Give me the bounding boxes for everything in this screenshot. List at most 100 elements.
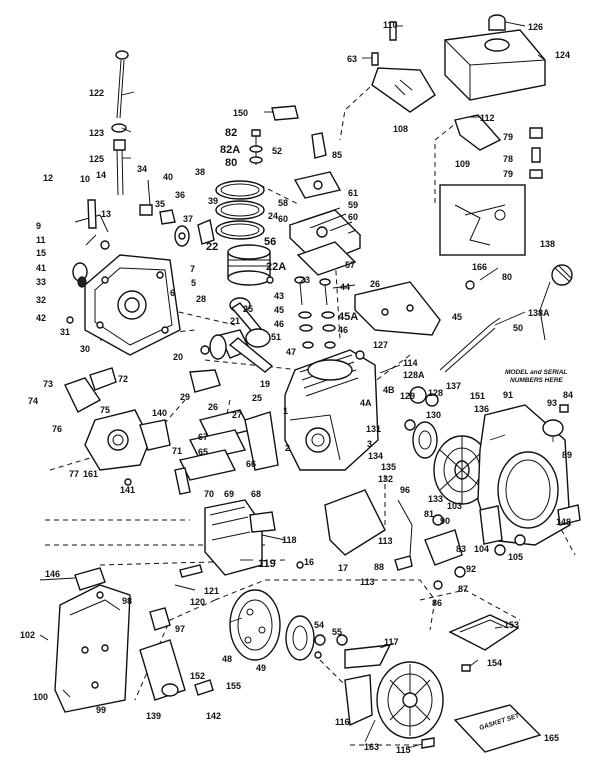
callout-79-top: 79 [503, 132, 513, 142]
callout-154: 154 [487, 658, 502, 668]
callout-142: 142 [206, 711, 221, 721]
callout-52: 52 [272, 146, 282, 156]
callout-1: 1 [283, 406, 288, 416]
spring-117 [344, 644, 392, 669]
callout-102: 102 [20, 630, 35, 640]
decal-148 [557, 504, 581, 526]
ignition-coil [404, 419, 438, 459]
bracket-88 [394, 555, 413, 571]
starter-dogs [314, 634, 348, 646]
callout-152: 152 [190, 671, 205, 681]
callout-26-lower: 26 [208, 402, 218, 412]
callout-113-upper: 113 [378, 536, 393, 546]
plate-hole-2 [406, 304, 414, 312]
callout-45: 45 [274, 305, 284, 315]
callout-109: 109 [455, 159, 470, 169]
screw-120 [174, 584, 196, 591]
starter-housing [229, 589, 281, 661]
callout-9: 9 [36, 221, 41, 231]
callout-12: 12 [43, 173, 53, 183]
callout-41: 41 [36, 263, 46, 273]
callout-47: 47 [286, 347, 296, 357]
piston-rings [215, 180, 265, 240]
callout-108: 108 [393, 124, 408, 134]
callout-67: 67 [198, 432, 208, 442]
fuel-tank [444, 14, 546, 101]
callout-114: 114 [403, 358, 418, 368]
callout-118: 118 [282, 535, 297, 545]
crankshaft [209, 329, 274, 373]
callout-138: 138 [540, 239, 555, 249]
callout-163: 163 [364, 742, 379, 752]
callout-20: 20 [173, 352, 183, 362]
callout-98: 98 [122, 596, 132, 606]
callout-79-bottom: 79 [503, 169, 513, 179]
carburetor [84, 409, 171, 471]
callout-116: 116 [335, 717, 350, 727]
callout-55: 55 [332, 627, 342, 637]
callout-54: 54 [314, 620, 324, 630]
callout-133: 133 [428, 494, 443, 504]
callout-93: 93 [547, 398, 557, 408]
callout-113-lower: 113 [360, 577, 375, 587]
callout-132: 132 [378, 474, 393, 484]
callout-81: 81 [424, 509, 434, 519]
callout-129: 129 [400, 391, 415, 401]
cap-128A [409, 386, 427, 404]
callout-88: 88 [374, 562, 384, 572]
callout-28: 28 [196, 294, 206, 304]
callout-51: 51 [271, 332, 281, 342]
callout-48: 48 [222, 654, 232, 664]
decal-146 [74, 567, 106, 591]
head-bolts [249, 129, 263, 165]
callout-60-right: 60 [348, 212, 358, 222]
valve-cover-plate [354, 281, 441, 336]
callout-61: 61 [348, 188, 358, 198]
cap-128 [425, 393, 439, 407]
callout-150: 150 [233, 108, 248, 118]
callout-25-lower: 25 [252, 393, 262, 403]
part-84 [559, 404, 569, 413]
inset-detail-box [439, 184, 526, 256]
callout-151: 151 [470, 391, 485, 401]
callout-99: 99 [96, 705, 106, 715]
lever-72 [89, 367, 117, 391]
callout-123: 123 [89, 128, 104, 138]
part-93 [542, 419, 564, 437]
valves [294, 276, 336, 349]
callout-49: 49 [256, 663, 266, 673]
callout-39: 39 [208, 196, 218, 206]
callout-56: 56 [264, 236, 276, 248]
spark-plug [539, 264, 573, 341]
callout-84: 84 [563, 390, 573, 400]
crankcase-cover [84, 254, 181, 356]
plate-hole-1 [381, 308, 389, 316]
callout-15: 15 [36, 248, 46, 258]
callout-115: 115 [396, 745, 411, 755]
model-serial-note-line1: MODEL and SERIAL [505, 369, 567, 376]
callout-139: 139 [146, 711, 161, 721]
callout-80: 80 [225, 157, 237, 169]
callout-63: 63 [347, 54, 357, 64]
callout-66: 66 [246, 459, 256, 469]
callout-166: 166 [472, 262, 487, 272]
callout-69: 69 [224, 489, 234, 499]
callout-77: 77 [69, 469, 79, 479]
muffler [204, 499, 263, 576]
callout-29: 29 [180, 392, 190, 402]
callout-91: 91 [503, 390, 513, 400]
callout-153: 153 [504, 620, 519, 630]
callout-137: 137 [446, 381, 461, 391]
callout-23: 23 [300, 275, 310, 285]
callout-128A: 128A [403, 370, 425, 380]
speed-control [424, 505, 526, 590]
callout-87-right: 87 [458, 584, 468, 594]
callout-75: 75 [100, 405, 110, 415]
callout-104: 104 [474, 544, 489, 554]
blower-housing [477, 404, 571, 546]
callout-92: 92 [466, 564, 476, 574]
callout-89: 89 [562, 450, 572, 460]
camshaft [189, 369, 221, 393]
callout-16: 16 [304, 557, 314, 567]
callout-35: 35 [155, 199, 165, 209]
